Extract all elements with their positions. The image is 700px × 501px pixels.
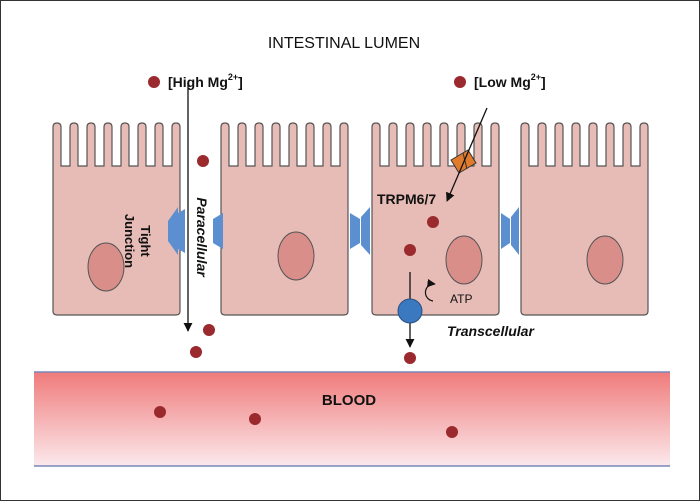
magnesium-ion — [197, 155, 209, 167]
blood-vessel — [34, 372, 670, 466]
tight-junction — [501, 213, 510, 249]
tight-junction — [178, 209, 185, 253]
magnesium-ion — [203, 324, 215, 336]
tight-junction — [361, 207, 370, 255]
transcellular-label: Transcellular — [447, 323, 535, 339]
magnesium-ion — [446, 426, 458, 438]
nucleus — [277, 231, 315, 281]
magnesium-ion — [454, 76, 466, 88]
magnesium-ion — [404, 352, 416, 364]
tight-junction — [350, 213, 360, 249]
atp-curve-arrow — [424, 278, 436, 302]
atp-pump — [397, 298, 423, 324]
nucleus — [445, 235, 483, 285]
trpm-channel-divider — [462, 152, 468, 170]
high-mg-label: [High Mg2+] — [168, 72, 243, 90]
epithelial-cell-2 — [220, 122, 349, 316]
low-mg-label: [Low Mg2+] — [474, 72, 546, 90]
nucleus — [87, 242, 125, 292]
magnesium-ion — [404, 244, 416, 256]
channel-entry-arrow — [446, 107, 488, 202]
magnesium-ion — [190, 346, 202, 358]
paracellular-label: Paracellular — [194, 197, 210, 278]
tight-junction-label-1: Tight — [138, 225, 153, 257]
tight-junction — [511, 207, 519, 255]
epithelial-cell-4 — [520, 122, 649, 316]
magnesium-ion — [148, 76, 160, 88]
lumen-title: INTESTINAL LUMEN — [268, 35, 420, 52]
blood-label: BLOOD — [322, 392, 376, 409]
nucleus — [586, 235, 624, 285]
magnesium-ion — [249, 413, 261, 425]
magnesium-ion — [427, 216, 439, 228]
epithelial-cell-1 — [52, 122, 181, 316]
tight-junction — [168, 207, 178, 255]
atp-label: ATP — [450, 292, 472, 306]
magnesium-ion — [154, 406, 166, 418]
tight-junction-label-2: Junction — [122, 214, 137, 268]
tight-junction — [213, 213, 223, 249]
trpm-label: TRPM6/7 — [377, 191, 436, 207]
